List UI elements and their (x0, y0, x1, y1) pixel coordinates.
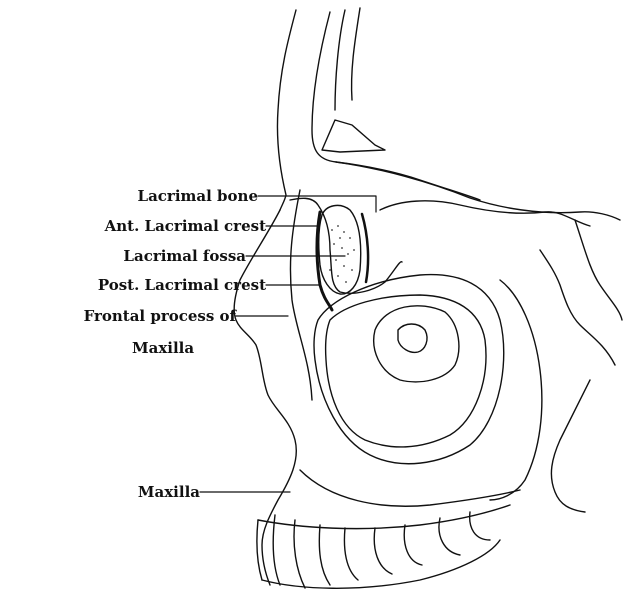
orbit-roof (380, 201, 590, 226)
gum-line (258, 505, 510, 529)
posterior-skull-2 (540, 250, 615, 365)
label-frontal-process: Frontal process of (84, 307, 236, 325)
label-lacrimal-fossa: Lacrimal fossa (123, 247, 246, 265)
posterior-skull-3 (551, 380, 590, 512)
orbit-inner (326, 295, 486, 447)
face-outline (234, 210, 296, 585)
nasal-bone-inner (312, 12, 480, 200)
label-lacrimal-bone: Lacrimal bone (138, 187, 258, 205)
label-frontal-process-maxilla: Maxilla (132, 339, 194, 357)
maxilla-lower (300, 470, 520, 506)
orbit-outer (314, 275, 504, 464)
nasal-cavity-upper (335, 10, 345, 110)
posterior-skull (575, 220, 622, 320)
frontal-sinus (322, 120, 385, 152)
label-ant-lacrimal-crest: Ant. Lacrimal crest (105, 217, 266, 235)
frontal-process-line (290, 190, 312, 400)
lacrimal-bone-outline (290, 198, 402, 293)
optic-foramen (398, 324, 427, 352)
skull-upper-contour (336, 162, 620, 220)
orbit-floor (374, 306, 459, 382)
nasal-cavity-lower (352, 8, 360, 100)
fossa-stipple (329, 225, 355, 283)
label-post-lacrimal-crest: Post. Lacrimal crest (98, 276, 266, 294)
teeth-row (257, 512, 490, 588)
post-crest-line (362, 214, 368, 282)
nasal-bone-outline (277, 10, 296, 210)
label-maxilla: Maxilla (138, 483, 200, 501)
